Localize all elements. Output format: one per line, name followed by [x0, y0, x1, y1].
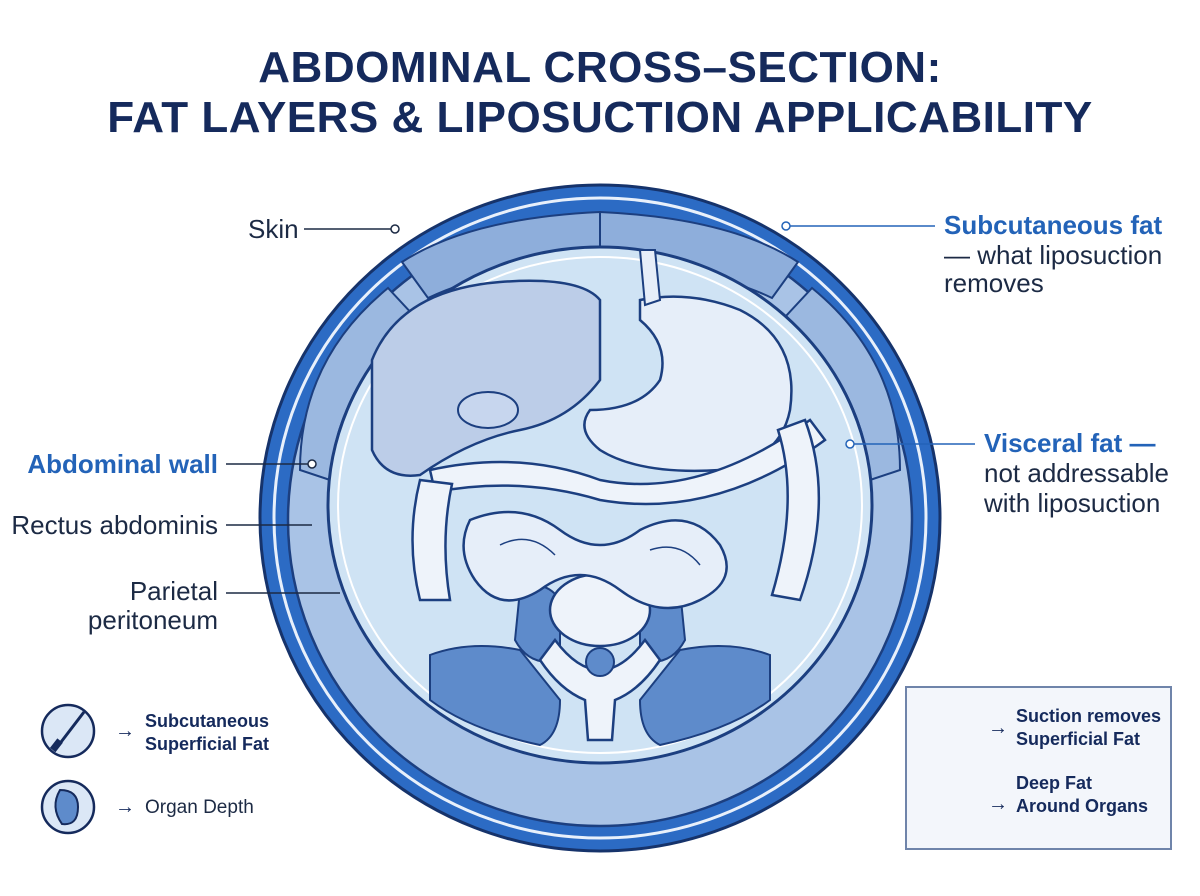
transverse-colon [428, 418, 827, 506]
label-abdominal-wall: Abdominal wall [27, 449, 218, 479]
legend-right [905, 686, 1172, 850]
parietal-peritoneum-line [337, 256, 863, 754]
title-line-2: FAT LAYERS & LIPOSUCTION APPLICABILITY [107, 93, 1093, 142]
legend-left-arrow-2: → [115, 796, 135, 818]
label-rectus-abdominis: Rectus abdominis [11, 510, 218, 540]
legend-right-arrow-2: → [988, 793, 1008, 815]
legend-right-item1-line2: Superficial Fat [1016, 729, 1141, 749]
intestine-fold-2 [649, 546, 701, 566]
ascending-colon [411, 478, 454, 602]
label-parietal-line2: peritoneum [87, 605, 218, 635]
label-parietal-line1: Parietal [129, 576, 218, 606]
cannula-icon [40, 703, 96, 759]
title-line-1: ABDOMINAL CROSS–SECTION: [258, 43, 942, 92]
legend-right-arrow-1: → [988, 717, 1008, 739]
skin-inner-line [272, 196, 928, 840]
kidney-icon [40, 779, 96, 835]
label-visceral-fat: Visceral fat — [984, 428, 1156, 458]
back-muscle-right [638, 645, 771, 747]
legend-right-item2-line1: Deep Fat [1016, 773, 1093, 793]
leader-skin-dot [390, 224, 400, 234]
label-subcutaneous-fat: Subcutaneous fat [944, 210, 1163, 240]
leader-visceral-dot [845, 439, 855, 449]
label-skin: Skin [248, 214, 299, 244]
legend-right-item2-line2: Around Organs [1016, 796, 1149, 816]
small-intestine [462, 510, 728, 610]
gallbladder [457, 391, 519, 429]
label-subcutaneous-line2: — what liposuction [944, 240, 1163, 270]
descending-colon [770, 418, 821, 602]
legend-right-item1-line1: Suction removes [1016, 706, 1162, 726]
esophagus [638, 249, 662, 307]
stomach [583, 295, 793, 473]
legend-left-item1-line2: Superficial Fat [145, 734, 270, 754]
leader-abdominal-wall-dot [307, 459, 317, 469]
spinal-canal [585, 647, 615, 677]
legend-left-item1-line1: Subcutaneous [145, 711, 270, 731]
label-visceral-line3: with liposuction [984, 488, 1161, 518]
back-muscle-left [429, 645, 562, 747]
label-subcutaneous-line3: removes [944, 268, 1044, 298]
legend-left-item2: Organ Depth [145, 797, 254, 818]
intestine-fold-1 [499, 538, 556, 556]
leader-subcutaneous-dot [781, 221, 791, 231]
liver [370, 279, 602, 477]
legend-left-arrow-1: → [115, 720, 135, 742]
label-visceral-line2: not addressable [984, 458, 1170, 488]
